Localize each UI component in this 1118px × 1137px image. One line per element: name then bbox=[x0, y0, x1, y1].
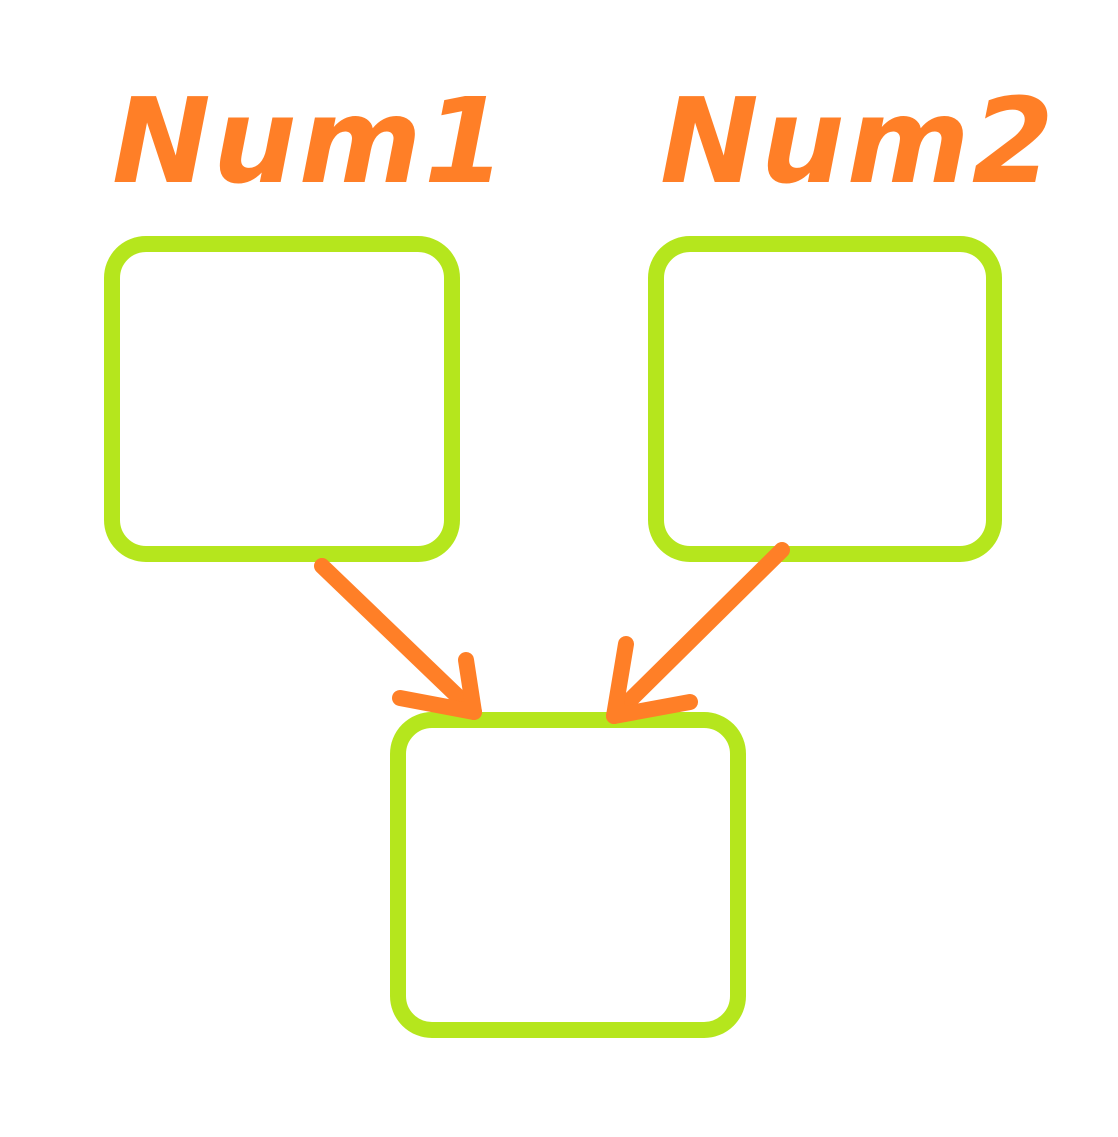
result-box bbox=[390, 712, 746, 1038]
num2-label: Num2 bbox=[660, 72, 1056, 210]
num2-box bbox=[648, 236, 1002, 562]
arrow-num2-to-result bbox=[606, 542, 790, 724]
num1-box bbox=[104, 236, 460, 562]
num1-label: Num1 bbox=[112, 72, 508, 210]
arrow-num1-to-result bbox=[314, 558, 482, 720]
